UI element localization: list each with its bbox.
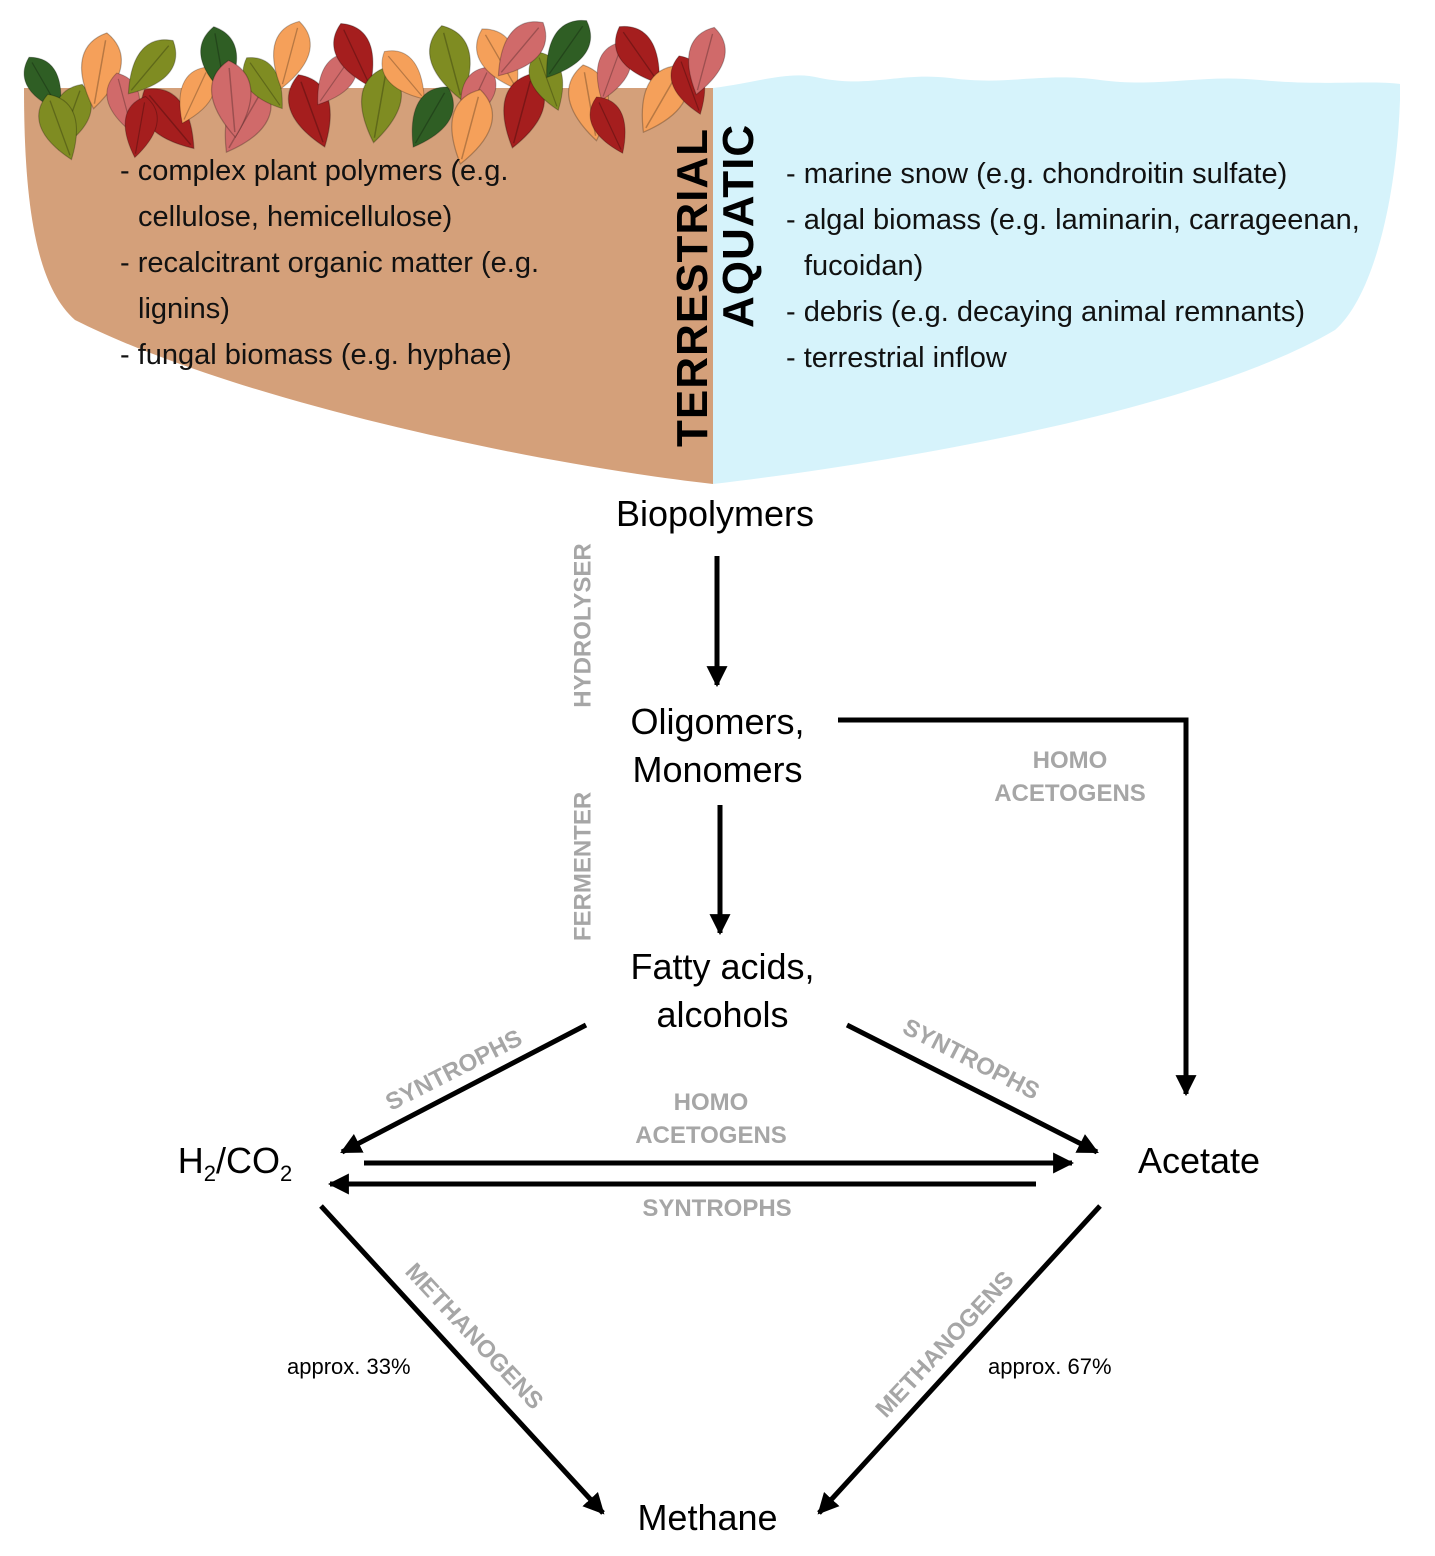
- fraction-right: approx. 67%: [988, 1354, 1112, 1379]
- arrow-fatty-acids-to-acetate: [845, 1022, 1099, 1155]
- list-item: - algal biomass (e.g. laminarin, carrage…: [786, 204, 1360, 282]
- list-item: - recalcitrant organic matter (e.g. lign…: [120, 247, 540, 325]
- aquatic-label: AQUATIC: [714, 123, 763, 328]
- node-methane: Methane: [637, 1497, 778, 1538]
- label-hydrolyser: HYDROLYSER: [569, 543, 597, 708]
- terrestrial-substrate-list: - complex plant polymers (e.g. cellulose…: [120, 148, 620, 378]
- leaf-vein: [680, 61, 700, 111]
- leaf-vein: [228, 67, 236, 133]
- leaf-icon: [124, 95, 158, 159]
- leaf-vein: [148, 94, 192, 146]
- leaf-vein: [300, 81, 324, 143]
- node-line: Fatty acids,: [630, 946, 815, 987]
- leaf-vein: [249, 62, 281, 106]
- leaf-icon: [451, 88, 493, 165]
- leaf-icon: [38, 93, 77, 161]
- leaf-vein: [134, 102, 146, 154]
- leaf-vein: [228, 91, 262, 149]
- leaf-icon: [273, 20, 311, 90]
- node-biopolymers: Biopolymers: [615, 493, 815, 534]
- leaf-vein: [598, 102, 622, 150]
- leaf-vein: [696, 33, 714, 91]
- leaf-vein: [622, 31, 658, 81]
- label-fermenter: FERMENTER: [569, 791, 597, 942]
- leaf-vein: [343, 29, 369, 83]
- leaf-vein: [602, 47, 622, 97]
- leaf-vein: [93, 40, 107, 104]
- leaf-vein: [500, 27, 540, 73]
- list-item: - complex plant polymers (e.g. cellulose…: [120, 155, 509, 233]
- aquatic-substrate-list: - marine snow (e.g. chondroitin sulfate)…: [786, 151, 1376, 381]
- leaf-icon: [211, 59, 252, 139]
- leaf-icon: [497, 21, 547, 77]
- label-line: HOMO: [1032, 747, 1108, 774]
- list-item: - debris (e.g. decaying animal remnants): [786, 296, 1306, 328]
- leaf-vein: [484, 34, 516, 86]
- arrow-h2co2-to-methane: [319, 1204, 605, 1515]
- leaf-vein: [373, 74, 387, 138]
- leaf-vein: [387, 55, 423, 97]
- aquatic-water-area: [713, 75, 1400, 485]
- node-line: alcohols: [656, 994, 789, 1035]
- arrow-oligomers-to-acetate: [838, 717, 1197, 1097]
- arrow-fatty-acids-to-h2co2: [340, 1022, 588, 1155]
- list-item: - marine snow (e.g. chondroitin sulfate): [786, 158, 1288, 190]
- fraction-left: approx. 33%: [287, 1354, 411, 1379]
- node-fatty-acids-alcohols: Fatty acids, alcohols: [580, 943, 865, 1039]
- label-line: HOMO: [673, 1089, 749, 1116]
- leaf-icon: [80, 32, 123, 110]
- leaf-litter-layer: [23, 19, 726, 165]
- list-item: - terrestrial inflow: [786, 342, 1007, 374]
- leaf-vein: [130, 45, 170, 91]
- terrestrial-label: TERRESTRIAL: [668, 128, 717, 447]
- terrestrial-soil-area: [24, 88, 713, 484]
- list-item: - fungal biomass (e.g. hyphae): [120, 339, 512, 371]
- node-line: Oligomers,: [630, 701, 805, 742]
- leaf-vein: [442, 32, 462, 96]
- label-syntrophs-bottom: SYNTROPHS: [642, 1195, 792, 1222]
- node-oligomers-monomers: Oligomers, Monomers: [580, 698, 855, 794]
- label-line: ACETOGENS: [635, 1122, 787, 1149]
- node-acetate: Acetate: [1137, 1140, 1261, 1181]
- node-line: Monomers: [632, 749, 803, 790]
- leaf-vein: [183, 72, 207, 120]
- leaf-vein: [548, 25, 584, 75]
- leaf-icon: [589, 96, 626, 154]
- leaf-vein: [538, 57, 558, 107]
- node-h2-co2: H2/CO2: [177, 1140, 293, 1187]
- leaf-icon: [688, 26, 726, 96]
- leaf-vein: [281, 27, 299, 85]
- label-homoacetogens-mid: HOMO ACETOGENS: [611, 1086, 811, 1152]
- leaf-vein: [49, 100, 71, 156]
- leaf-icon: [127, 39, 177, 95]
- leaf-icon: [411, 86, 454, 148]
- leaf-vein: [414, 92, 446, 144]
- arrow-acetate-to-methane: [817, 1204, 1102, 1515]
- leaf-vein: [460, 96, 480, 160]
- label-homoacetogens-top: HOMO ACETOGENS: [970, 744, 1170, 810]
- leaf-vein: [512, 80, 532, 144]
- label-line: ACETOGENS: [994, 780, 1146, 807]
- leaf-icon: [546, 19, 592, 79]
